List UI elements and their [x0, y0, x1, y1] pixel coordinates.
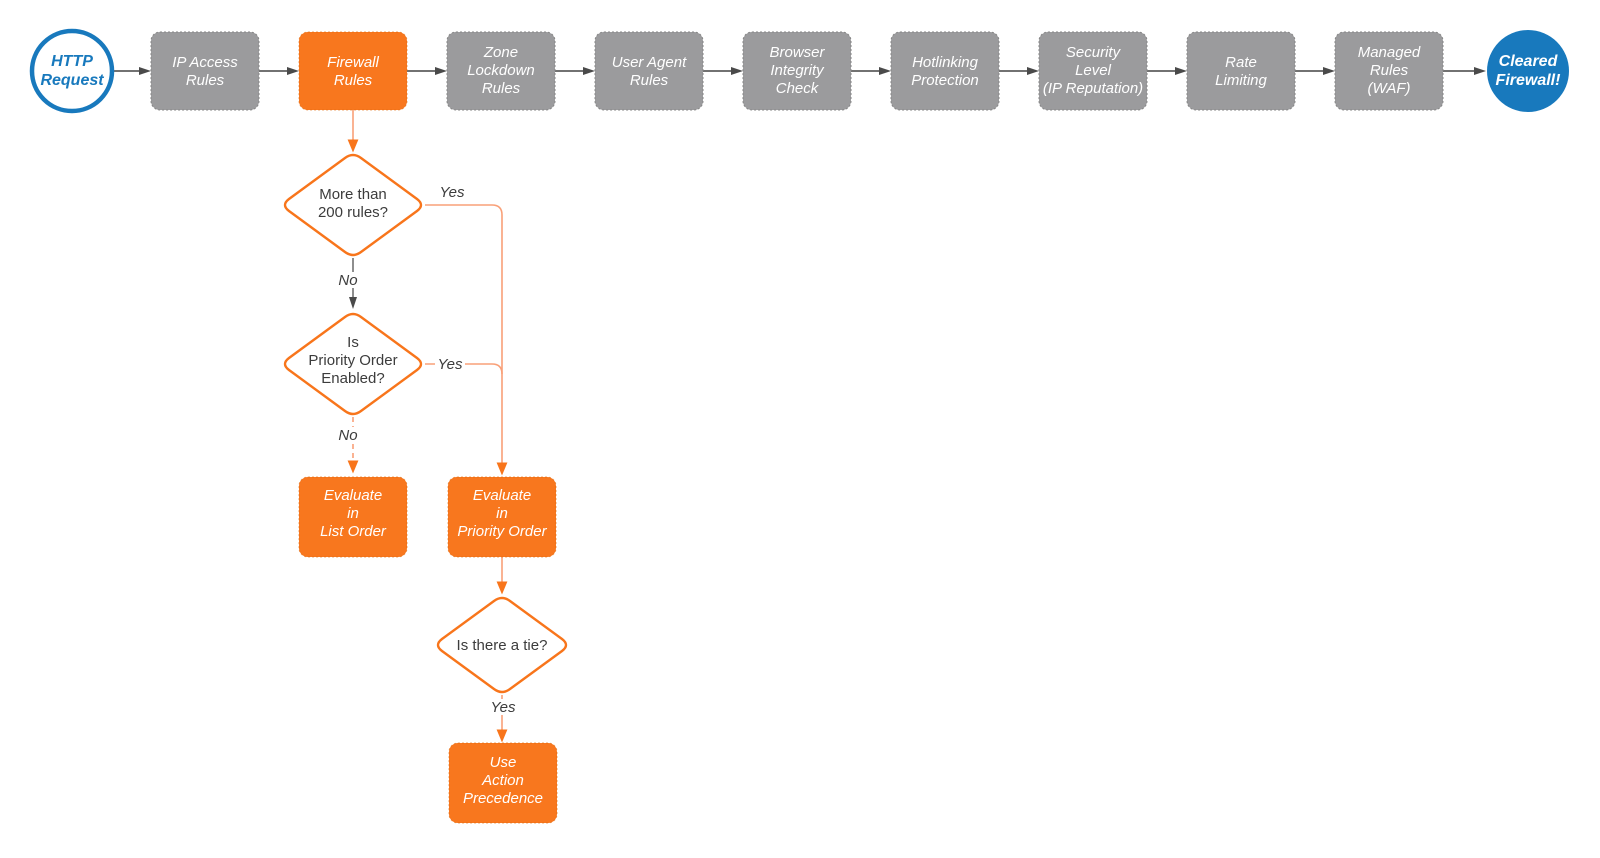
- end-label-line: Firewall!: [1496, 72, 1562, 89]
- edge-label-d1-yes: Yes: [439, 184, 465, 201]
- edge-label-bg: [438, 184, 468, 200]
- start-node: HTTP Request: [29, 28, 115, 114]
- outcome-label-line: Action: [481, 772, 524, 789]
- stage-label-line: IP Access: [172, 54, 238, 71]
- stage-label-line: Hotlinking: [912, 54, 979, 71]
- edge-label-d2-no: No: [338, 427, 357, 444]
- outcome-label-line: List Order: [320, 523, 387, 540]
- stage-hotlinking-protection: Hotlinking Protection: [890, 31, 1000, 111]
- decision-label-line: 200 rules?: [318, 204, 388, 221]
- stage-label-line: Rules: [482, 80, 521, 97]
- stage-box: [1038, 31, 1148, 111]
- outcome-use-action-precedence: Use Action Precedence: [448, 742, 558, 824]
- stage-security-level: Security Level (IP Reputation): [1038, 31, 1148, 111]
- edge-label-bg: [486, 699, 520, 715]
- outcome-label-line: Evaluate: [473, 487, 531, 504]
- edge-label-d2-yes: Yes: [437, 356, 463, 373]
- edge-labels: Yes No Yes No Yes: [336, 184, 520, 716]
- decision-label-line: Priority Order: [308, 352, 397, 369]
- edge-label-bg: [336, 272, 360, 288]
- decision-label-line: Is there a tie?: [457, 637, 548, 654]
- outcome-label-line: in: [496, 505, 508, 522]
- stage-label-line: Rules: [334, 72, 373, 89]
- outcome-evaluate-in-priority-order: Evaluate in Priority Order: [447, 476, 557, 558]
- outcome-label-line: in: [347, 505, 359, 522]
- stage-label-line: Zone: [483, 44, 518, 61]
- decision-diamond: [283, 153, 423, 257]
- stage-box: [1334, 31, 1444, 111]
- stage-zone-lockdown-rules: Zone Lockdown Rules: [446, 31, 556, 111]
- stage-label-line: Integrity: [770, 62, 825, 79]
- decision-diamond: [436, 596, 568, 694]
- stage-box: [890, 31, 1000, 111]
- stage-rate-limiting: Rate Limiting: [1186, 31, 1296, 111]
- decision-label-line: More than: [319, 186, 387, 203]
- outcome-box: [447, 476, 557, 558]
- stage-label-line: Security: [1066, 44, 1122, 61]
- decision-label-line: Enabled?: [321, 370, 384, 387]
- stage-box: [150, 31, 260, 111]
- stage-label-line: Managed: [1358, 44, 1421, 61]
- decision-diamond: [283, 312, 423, 416]
- edge-d2-yes: [425, 363, 503, 375]
- stage-label-line: (IP Reputation): [1043, 80, 1143, 97]
- stage-ip-access-rules: IP Access Rules: [150, 31, 260, 111]
- stage-box: [594, 31, 704, 111]
- decision-is-there-a-tie: Is there a tie?: [436, 596, 568, 694]
- start-label-line: HTTP: [51, 53, 93, 70]
- stage-user-agent-rules: User Agent Rules: [594, 31, 704, 111]
- start-label-line: Request: [40, 72, 104, 89]
- stage-label-line: Browser: [769, 44, 825, 61]
- decision-label-line: Is: [347, 334, 359, 351]
- outcome-label-line: Use: [490, 754, 517, 771]
- end-node: Cleared Firewall!: [1487, 30, 1569, 112]
- outcome-box: [448, 742, 558, 824]
- outcome-label-line: Evaluate: [324, 487, 382, 504]
- stage-label-line: Protection: [911, 72, 979, 89]
- edge-label-d3-yes: Yes: [490, 699, 516, 716]
- stage-label-line: (WAF): [1367, 80, 1410, 97]
- outcome-evaluate-in-list-order: Evaluate in List Order: [298, 476, 408, 558]
- stage-label-line: Limiting: [1215, 72, 1267, 89]
- stage-label-line: Rules: [186, 72, 225, 89]
- outcome-box: [298, 476, 408, 558]
- end-label-line: Cleared: [1499, 53, 1559, 70]
- end-circle-shape: [1487, 30, 1569, 112]
- stage-box-highlighted: [298, 31, 408, 111]
- stage-browser-integrity-check: Browser Integrity Check: [742, 31, 852, 111]
- outcome-label-line: Precedence: [463, 790, 543, 807]
- edge-label-bg: [336, 427, 360, 443]
- stage-label-line: Lockdown: [467, 62, 535, 79]
- stage-label-line: Level: [1075, 62, 1112, 79]
- stage-box: [1186, 31, 1296, 111]
- decision-priority-order-enabled: Is Priority Order Enabled?: [283, 312, 423, 416]
- stage-label-line: Rate: [1225, 54, 1257, 71]
- stage-label-line: Rules: [1370, 62, 1409, 79]
- edge-label-bg: [435, 356, 465, 372]
- edge-d1-yes: [425, 204, 508, 476]
- stage-firewall-rules: Firewall Rules: [298, 31, 408, 111]
- stage-box: [742, 31, 852, 111]
- outcome-label-line: Priority Order: [457, 523, 547, 540]
- edge-label-d1-no: No: [338, 272, 357, 289]
- stage-label-line: User Agent: [612, 54, 687, 71]
- stage-label-line: Firewall: [327, 54, 379, 71]
- stage-box: [446, 31, 556, 111]
- stage-managed-rules-waf: Managed Rules (WAF): [1334, 31, 1444, 111]
- decision-more-than-200-rules: More than 200 rules?: [283, 153, 423, 257]
- start-circle-shape: [29, 28, 115, 114]
- stage-label-line: Rules: [630, 72, 669, 89]
- stage-label-line: Check: [776, 80, 820, 97]
